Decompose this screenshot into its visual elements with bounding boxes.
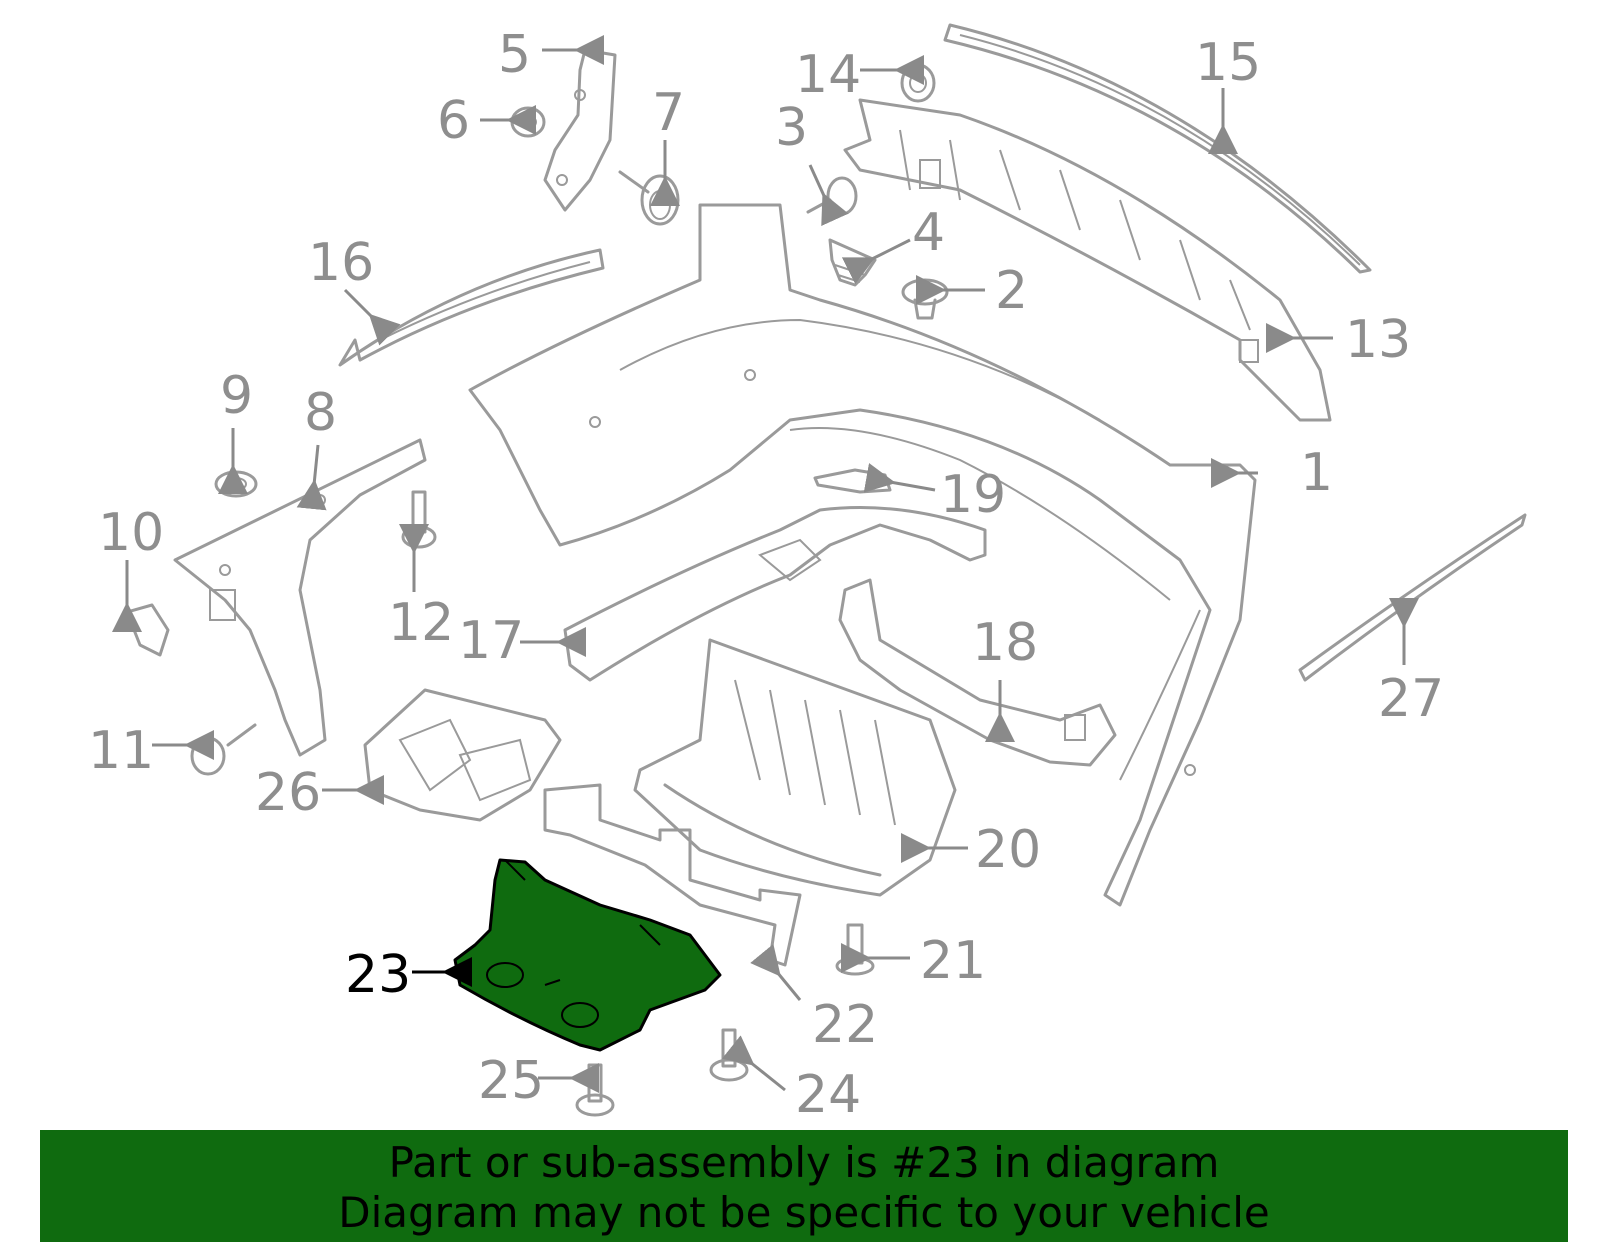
callout-6: 6 bbox=[437, 91, 470, 151]
callout-22: 22 bbox=[812, 995, 878, 1055]
callout-24: 24 bbox=[795, 1065, 861, 1125]
callout-17: 17 bbox=[458, 611, 524, 671]
part-27-trim-strip bbox=[1298, 513, 1527, 682]
callout-7: 7 bbox=[652, 83, 685, 143]
callout-27: 27 bbox=[1378, 669, 1444, 729]
callout-20: 20 bbox=[975, 820, 1041, 880]
part-17-lower-valance bbox=[563, 506, 987, 682]
parts-diagram: 1 2 3 4 5 6 7 8 9 10 11 12 13 14 15 16 1… bbox=[88, 23, 1527, 1125]
part-22-lower-bracket bbox=[543, 783, 802, 967]
callout-26: 26 bbox=[255, 763, 321, 823]
part-5-bracket bbox=[543, 48, 617, 212]
callout-3: 3 bbox=[775, 98, 808, 158]
banner-line-disclaimer: Diagram may not be specific to your vehi… bbox=[338, 1188, 1270, 1237]
part-26-bracket bbox=[363, 688, 562, 822]
part-23-skid-plate-highlighted[interactable] bbox=[453, 858, 722, 1052]
part-2-rivet bbox=[901, 278, 949, 320]
callout-19: 19 bbox=[940, 465, 1006, 525]
part-19-sensor-bracket bbox=[813, 468, 892, 494]
part-21-bolt bbox=[835, 923, 875, 976]
callout-10: 10 bbox=[98, 503, 164, 563]
part-18-side-bracket bbox=[838, 578, 1117, 767]
callout-13: 13 bbox=[1345, 310, 1411, 370]
part-24-bolt bbox=[709, 1028, 749, 1082]
part-4-clip bbox=[828, 238, 877, 287]
callout-23: 23 bbox=[345, 945, 411, 1005]
leader-lines bbox=[112, 35, 1419, 1093]
callout-11: 11 bbox=[88, 721, 154, 781]
part-13-impact-beam bbox=[843, 98, 1332, 422]
part-15-reinforcement-strip bbox=[943, 23, 1372, 274]
part-11-screw bbox=[190, 723, 257, 776]
callout-labels: 1 2 3 4 5 6 7 8 9 10 11 12 13 14 15 16 1… bbox=[88, 25, 1444, 1125]
part-7-push-pin bbox=[618, 170, 680, 226]
part-14-grommet bbox=[900, 63, 936, 103]
banner-line-part: Part or sub-assembly is #23 in diagram bbox=[388, 1138, 1220, 1187]
part-12-bolt bbox=[401, 490, 437, 549]
part-10-clip-nut bbox=[125, 603, 170, 657]
part-3-bolt bbox=[806, 176, 858, 216]
part-9-grommet bbox=[214, 470, 258, 498]
callout-25: 25 bbox=[478, 1051, 544, 1111]
part-6-grommet bbox=[510, 106, 546, 138]
callout-4: 4 bbox=[912, 203, 945, 263]
callout-1: 1 bbox=[1300, 443, 1333, 503]
callout-8: 8 bbox=[304, 383, 337, 443]
callout-16: 16 bbox=[308, 233, 374, 293]
part-1-bumper-cover bbox=[468, 203, 1257, 907]
callout-9: 9 bbox=[220, 366, 253, 426]
info-banner: Part or sub-assembly is #23 in diagram D… bbox=[40, 1130, 1568, 1242]
part-16-trim-strip bbox=[338, 248, 605, 367]
callout-5: 5 bbox=[498, 25, 531, 85]
callout-21: 21 bbox=[920, 931, 986, 991]
callout-14: 14 bbox=[795, 45, 861, 105]
part-25-bolt bbox=[575, 1063, 615, 1117]
callout-2: 2 bbox=[995, 261, 1028, 321]
callout-15: 15 bbox=[1195, 33, 1261, 93]
part-20-diffuser-insert bbox=[633, 638, 957, 897]
callout-12: 12 bbox=[388, 593, 454, 653]
callout-18: 18 bbox=[972, 613, 1038, 673]
